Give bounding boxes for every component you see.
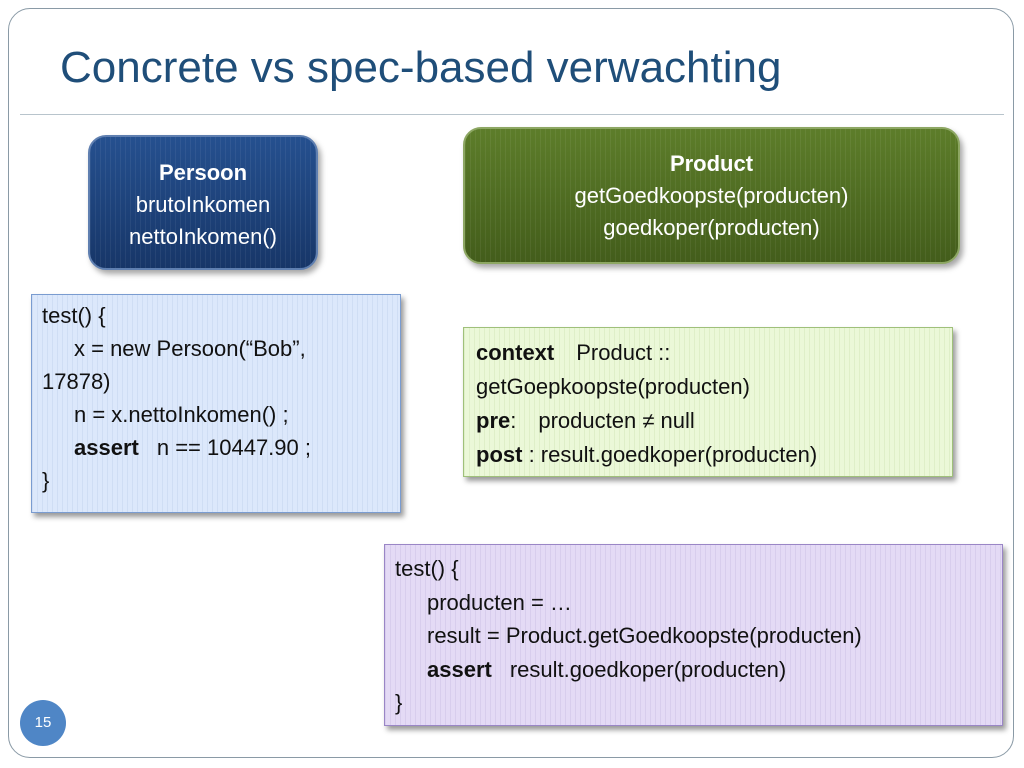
code-line: test() { [395, 556, 459, 581]
persoon-method: nettoInkomen() [129, 223, 277, 249]
precondition-line: pre:producten ≠ null [476, 408, 695, 433]
context-keyword: context [476, 340, 555, 365]
product-class-box: Product getGoedkoopste(producten) goedko… [463, 127, 960, 264]
concrete-test-code: test() { x = new Persoon(“Bob”, 17878) n… [31, 294, 401, 513]
title-divider [20, 114, 1004, 115]
assert-line: assert n == 10447.90 ; [42, 431, 390, 464]
persoon-attribute: brutoInkomen [135, 191, 271, 217]
code-line: } [395, 690, 403, 715]
spec-test-code: test() { producten = … result = Product.… [384, 544, 1003, 726]
pre-keyword: pre [476, 408, 511, 433]
code-line: } [42, 468, 50, 493]
product-class-name: Product [669, 151, 754, 176]
context-line: context Product :: [476, 336, 940, 370]
context-method: getGoepkoopste(producten) [476, 374, 750, 399]
spec-contract: context Product :: getGoepkoopste(product… [463, 327, 953, 477]
assert-keyword: assert [74, 435, 139, 460]
code-line: producten = … [427, 589, 572, 615]
product-method-goedkoper: goedkoper(producten) [603, 214, 820, 240]
assert-expression: n == 10447.90 ; [156, 435, 311, 460]
assert-expression: result.goedkoper(producten) [509, 656, 787, 682]
code-line: result = Product.getGoedkoopste(producte… [427, 623, 862, 648]
assert-keyword: assert [427, 656, 492, 682]
postcondition-expression: : result.goedkoper(producten) [528, 442, 818, 467]
precondition-expression: producten ≠ null [538, 408, 695, 433]
context-class: Product :: [576, 340, 671, 365]
persoon-class-name: Persoon [158, 160, 248, 185]
persoon-class-box: Persoon brutoInkomen nettoInkomen() [88, 135, 318, 270]
code-line: 17878) [42, 369, 111, 394]
code-line: n = x.nettoInkomen() ; [74, 402, 289, 427]
code-line: x = new Persoon(“Bob”, [74, 336, 306, 361]
assert-line: assert result.goedkoper(producten) [395, 653, 992, 687]
product-method-getgoedkoopste: getGoedkoopste(producten) [574, 182, 849, 208]
page-number-badge: 15 [20, 700, 66, 746]
postcondition-line: post : result.goedkoper(producten) [476, 438, 940, 472]
post-keyword: post [476, 442, 523, 467]
code-line: test() { [42, 303, 106, 328]
slide-title: Concrete vs spec-based verwachting [60, 43, 782, 92]
